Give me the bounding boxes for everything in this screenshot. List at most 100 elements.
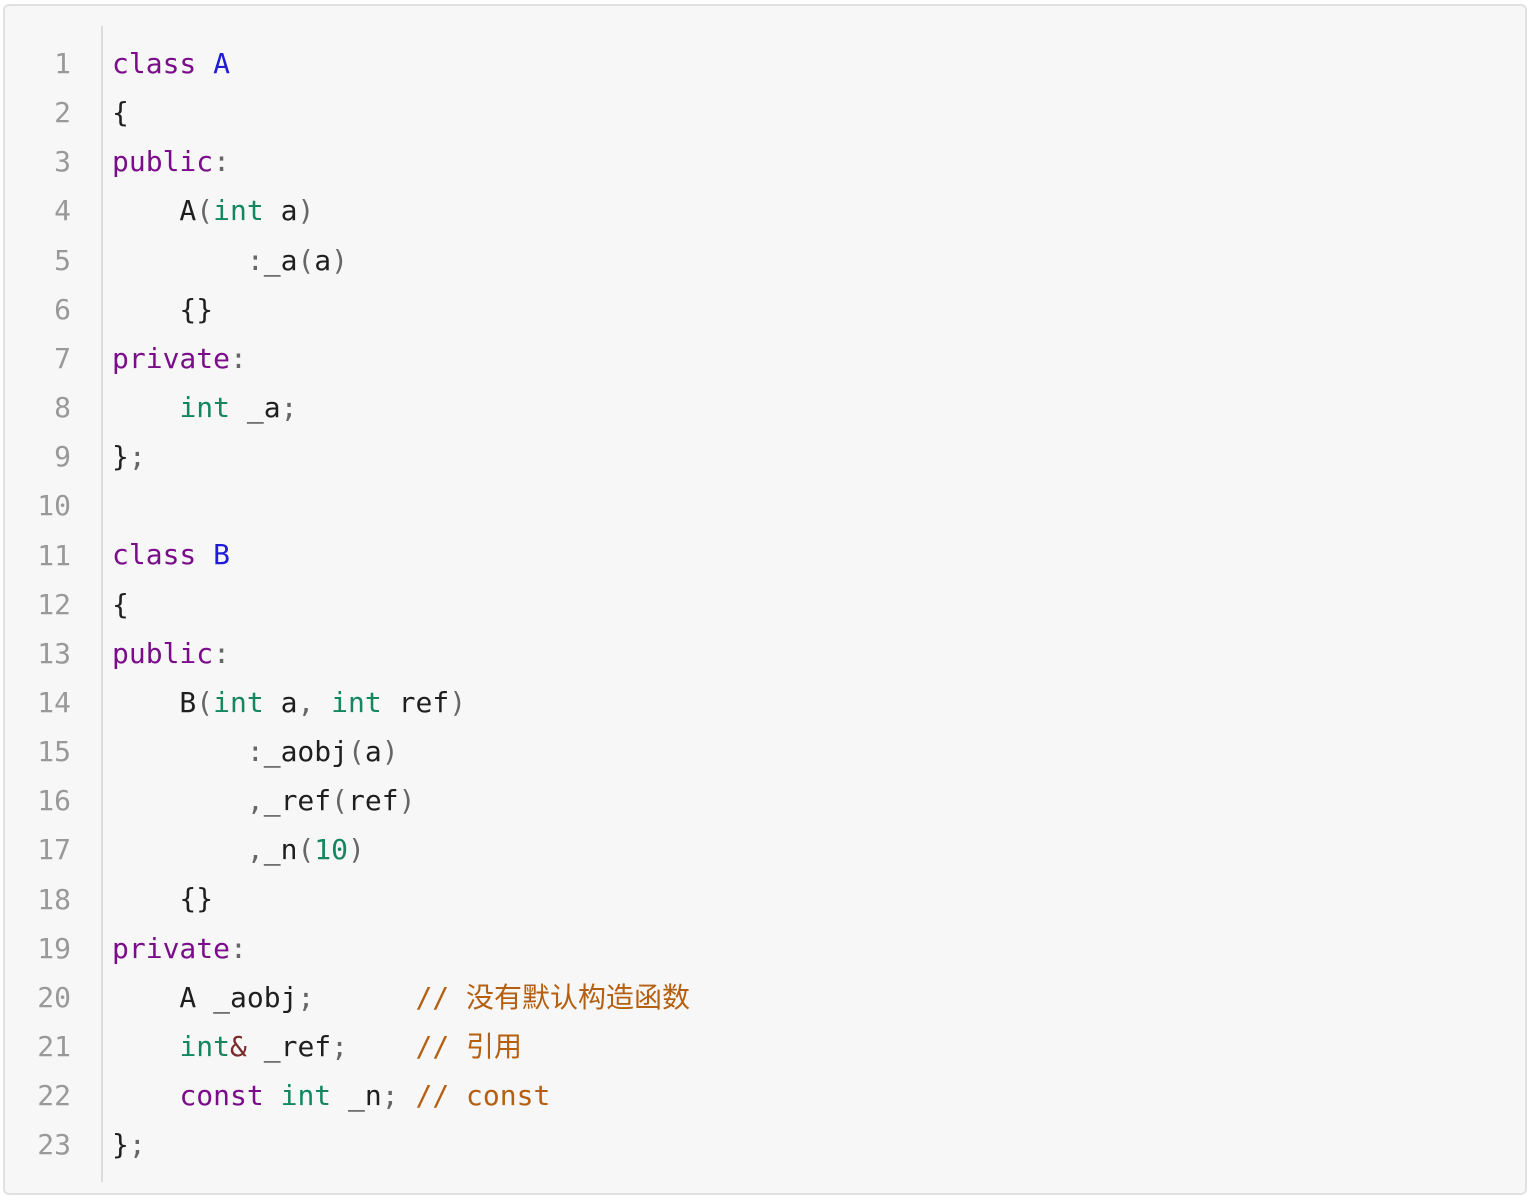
code-token: int <box>331 685 382 719</box>
code-token: class <box>112 47 197 80</box>
code-line: class A <box>112 39 1525 88</box>
code-token: A _aobj <box>112 980 298 1014</box>
code-token: ( <box>196 685 214 719</box>
code-token: int <box>280 1078 332 1112</box>
code-token: ) <box>449 685 467 719</box>
code-line: int _a; <box>112 383 1525 432</box>
code-token: ( <box>297 243 315 277</box>
code-token: { <box>112 96 129 130</box>
code-token: : <box>230 931 247 965</box>
code-token: // 引用 <box>415 1029 523 1063</box>
code-token: ; <box>128 440 146 474</box>
line-number: 13 <box>37 636 71 670</box>
code-line: const int _n; // const <box>112 1071 1525 1120</box>
code-token <box>196 47 213 80</box>
line-number: 3 <box>54 145 71 179</box>
code-token: } <box>112 1128 129 1162</box>
code-token <box>196 538 213 571</box>
code-token: _aobj <box>263 734 349 768</box>
code-token: , <box>246 833 264 867</box>
code-token: ( <box>331 784 349 818</box>
code-line: private: <box>112 334 1525 383</box>
code-token: ) <box>398 784 416 818</box>
code-line: int& _ref; // 引用 <box>112 1022 1525 1071</box>
code-token: ; <box>128 1128 146 1162</box>
code-token: // const <box>415 1078 551 1112</box>
code-line: ,_n(10) <box>112 825 1525 874</box>
code-token: a <box>263 685 298 719</box>
code-token <box>112 1079 179 1112</box>
code-token: ; <box>331 1029 349 1063</box>
code-token: int <box>213 194 264 228</box>
code-line: B(int a, int ref) <box>112 678 1525 727</box>
code-token: A <box>112 194 197 228</box>
code-line: { <box>112 88 1525 137</box>
code-token: ) <box>297 194 315 228</box>
code-token: ( <box>297 833 315 867</box>
code-token: B <box>213 538 231 572</box>
code-token: ( <box>196 194 214 228</box>
code-token: : <box>246 243 264 277</box>
code-token: ( <box>348 734 365 768</box>
code-token: {} <box>112 292 214 326</box>
code-token: a <box>263 194 298 228</box>
code-token: private <box>112 341 231 375</box>
line-number: 19 <box>37 931 71 965</box>
code-line: public: <box>112 629 1525 678</box>
line-number: 4 <box>54 194 71 228</box>
line-number: 21 <box>37 1030 71 1063</box>
code-token <box>112 833 247 866</box>
code-line: public: <box>112 137 1525 186</box>
line-number: 23 <box>37 1128 71 1162</box>
code-token: : <box>213 145 231 179</box>
line-number: 17 <box>37 833 71 867</box>
line-number: 14 <box>37 685 71 719</box>
code-token: public <box>112 145 214 179</box>
code-token: B <box>112 685 197 719</box>
code-token: 10 <box>314 833 349 867</box>
code-token <box>348 1030 415 1063</box>
code-token: , <box>297 685 332 719</box>
code-token: ref <box>348 784 399 818</box>
line-number: 16 <box>37 784 71 818</box>
code-token: ) <box>331 243 349 277</box>
code-line: ,_ref(ref) <box>112 776 1525 825</box>
code-token <box>112 391 179 424</box>
code-token: { <box>112 587 129 621</box>
code-token: : <box>213 636 231 670</box>
code-token <box>112 784 247 817</box>
code-token: int <box>213 685 264 719</box>
line-number: 5 <box>54 243 71 277</box>
code-token: _a <box>230 390 281 424</box>
code-line: A(int a) <box>112 186 1525 235</box>
code-line: {} <box>112 285 1525 334</box>
line-number: 6 <box>54 292 71 326</box>
code-area: class A{public: A(int a) :_a(a) {}privat… <box>112 39 1525 1169</box>
code-token <box>112 1030 179 1063</box>
code-line: :_aobj(a) <box>112 727 1525 776</box>
code-token: a <box>314 243 332 277</box>
code-token: } <box>112 440 129 474</box>
line-number: 7 <box>54 341 71 375</box>
code-token: _n <box>263 833 298 867</box>
code-token <box>112 244 247 277</box>
code-token: : <box>246 734 264 768</box>
line-number: 11 <box>37 538 71 572</box>
code-token: & <box>230 1029 247 1063</box>
code-token: ) <box>348 833 365 867</box>
code-line <box>112 481 1525 530</box>
code-token: ; <box>297 980 315 1014</box>
code-token: ; <box>280 390 298 424</box>
line-number: 8 <box>54 391 71 425</box>
code-line: private: <box>112 924 1525 973</box>
line-number: 1 <box>54 47 71 80</box>
code-token: ref <box>381 685 450 719</box>
line-number: 18 <box>37 882 71 916</box>
code-token: _n <box>331 1078 382 1112</box>
code-token <box>314 981 415 1014</box>
code-token: ; <box>381 1078 399 1112</box>
code-token: _ref <box>246 1029 332 1063</box>
code-token: class <box>112 538 197 572</box>
code-line: { <box>112 580 1525 629</box>
code-token: _a <box>263 243 298 277</box>
